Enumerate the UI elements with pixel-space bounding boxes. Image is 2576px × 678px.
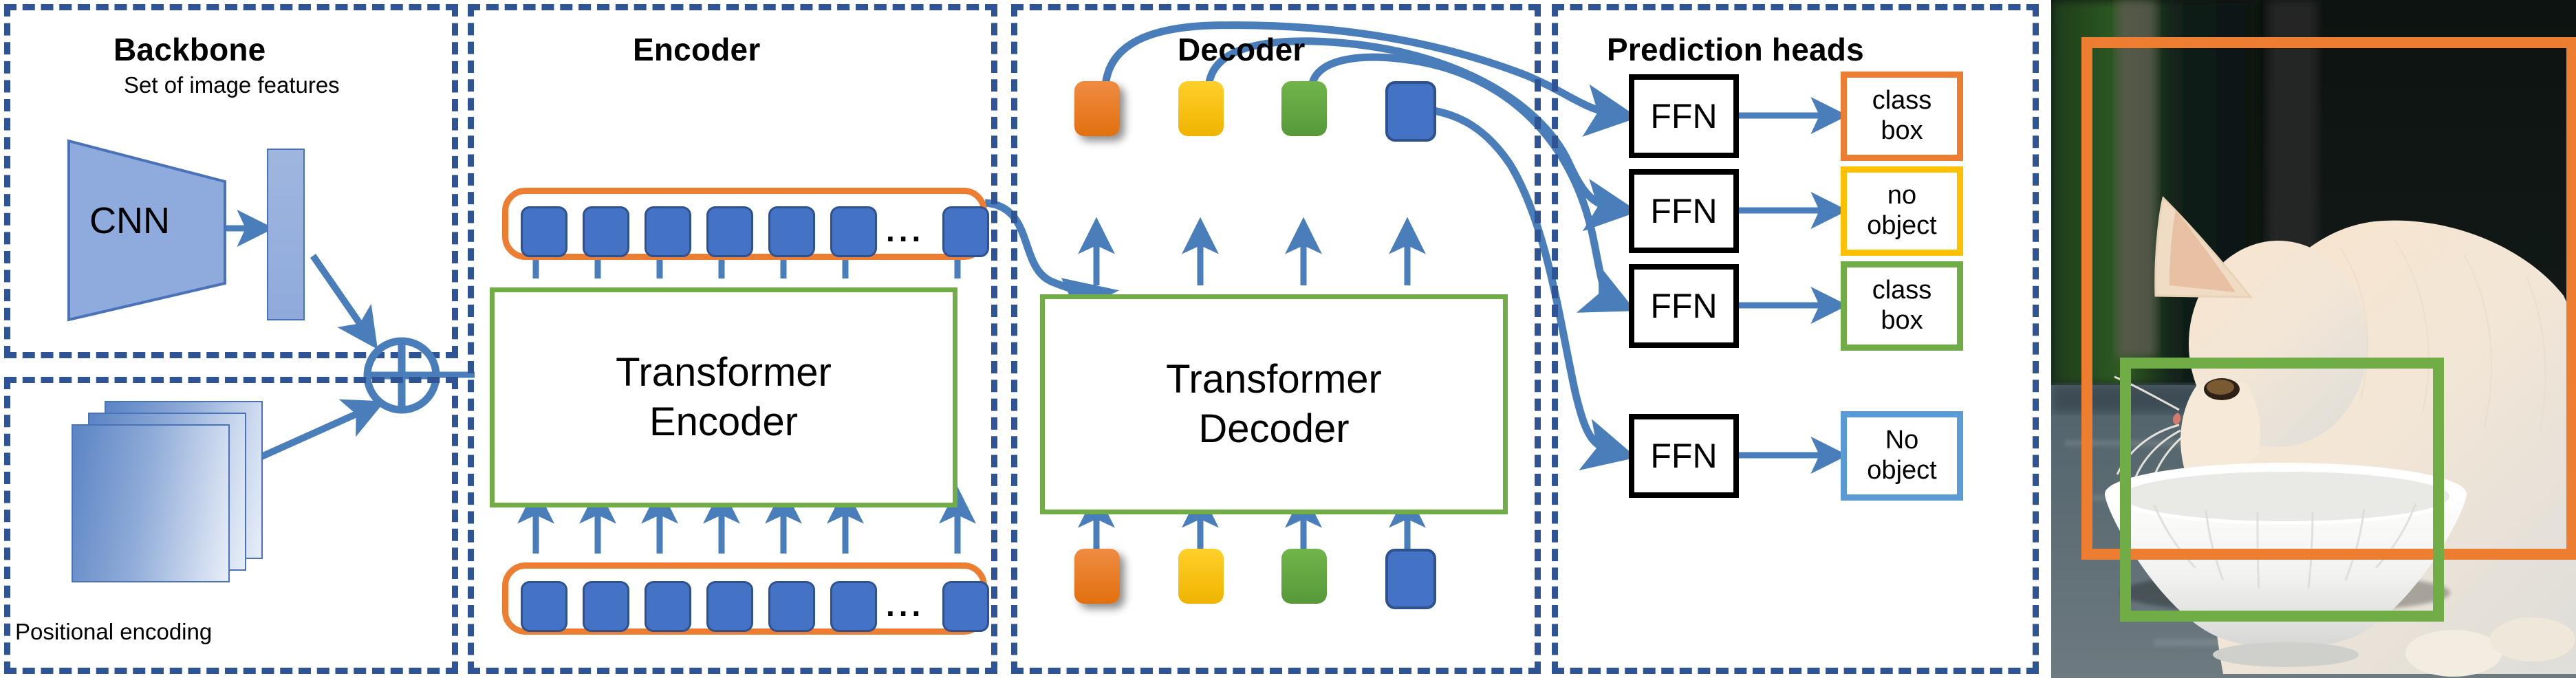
encoder-input-token: [583, 581, 629, 632]
transformer-decoder-label: Transformer Decoder: [1166, 356, 1382, 452]
prediction-output-1: class box: [1841, 72, 1963, 161]
encoder-input-token: [706, 581, 753, 632]
encoder-input-token: [521, 581, 567, 632]
transformer-encoder-label: Transformer Encoder: [616, 349, 832, 445]
transformer-encoder-block: Transformer Encoder: [490, 287, 957, 507]
object-query-4: [1385, 549, 1436, 609]
cnn-label: CNN: [89, 200, 170, 241]
encoder-input-token: [830, 581, 877, 632]
prediction-output-2-line2: object: [1867, 211, 1937, 240]
decoder-output-3: [1281, 81, 1327, 136]
prediction-output-3: class box: [1841, 261, 1963, 351]
encoder-output-token: [706, 206, 753, 257]
cnn-trapezoid: [67, 139, 226, 322]
encoder-output-token: [768, 206, 815, 257]
encoder-output-ellipsis: ...: [886, 212, 925, 248]
encoder-output-token: [645, 206, 691, 257]
caption-set-of-image-features: Set of image features: [124, 72, 340, 98]
ffn-box-3: FFN: [1629, 264, 1739, 348]
encoder-input-token: [645, 581, 691, 632]
prediction-output-2-line1: no: [1887, 181, 1917, 210]
panel-backbone-bottom: [4, 377, 458, 674]
example-photo: [2051, 0, 2576, 678]
encoder-input-token: [768, 581, 815, 632]
encoder-input-ellipsis: ...: [886, 587, 925, 623]
transformer-decoder-block: Transformer Decoder: [1040, 294, 1508, 514]
encoder-output-token: [521, 206, 567, 257]
ffn-box-2: FFN: [1629, 169, 1739, 253]
prediction-output-4-line2: object: [1867, 456, 1937, 485]
encoder-output-token-group: ...: [502, 188, 989, 260]
prediction-output-3-line1: class: [1872, 276, 1932, 305]
plus-circle-icon: [363, 337, 440, 414]
prediction-output-4-line1: No: [1885, 426, 1919, 455]
prediction-output-4: No object: [1841, 411, 1963, 501]
panel-decoder: [1011, 4, 1541, 674]
object-query-2: [1178, 549, 1224, 604]
panel-backbone-top: [4, 4, 458, 358]
positional-encoding-slab-1: [72, 424, 230, 582]
prediction-output-3-line2: box: [1881, 306, 1923, 335]
cat-photo-illustration: [2051, 0, 2576, 678]
decoder-output-1: [1074, 81, 1120, 136]
prediction-output-1-line1: class: [1872, 86, 1932, 116]
decoder-output-4: [1385, 81, 1436, 142]
encoder-input-token: [942, 581, 989, 632]
panel-title-prediction-heads: Prediction heads: [1607, 32, 1864, 67]
panel-encoder: [468, 4, 997, 674]
panel-prediction-heads: [1552, 4, 2039, 674]
panel-title-encoder: Encoder: [633, 32, 761, 67]
object-query-1: [1074, 549, 1120, 604]
ffn-box-4: FFN: [1629, 414, 1739, 498]
object-query-3: [1281, 549, 1327, 604]
encoder-output-token: [583, 206, 629, 257]
image-feature-map: [267, 149, 305, 320]
prediction-output-1-line2: box: [1881, 116, 1923, 145]
decoder-output-2: [1178, 81, 1224, 136]
encoder-output-token: [830, 206, 877, 257]
panel-title-backbone: Backbone: [113, 32, 266, 67]
panel-title-decoder: Decoder: [1178, 32, 1306, 67]
ffn-box-1: FFN: [1629, 74, 1739, 158]
caption-positional-encoding: Positional encoding: [15, 619, 213, 644]
encoder-input-token-group: ...: [502, 562, 989, 635]
prediction-output-2: no object: [1841, 166, 1963, 256]
encoder-output-token: [942, 206, 989, 257]
